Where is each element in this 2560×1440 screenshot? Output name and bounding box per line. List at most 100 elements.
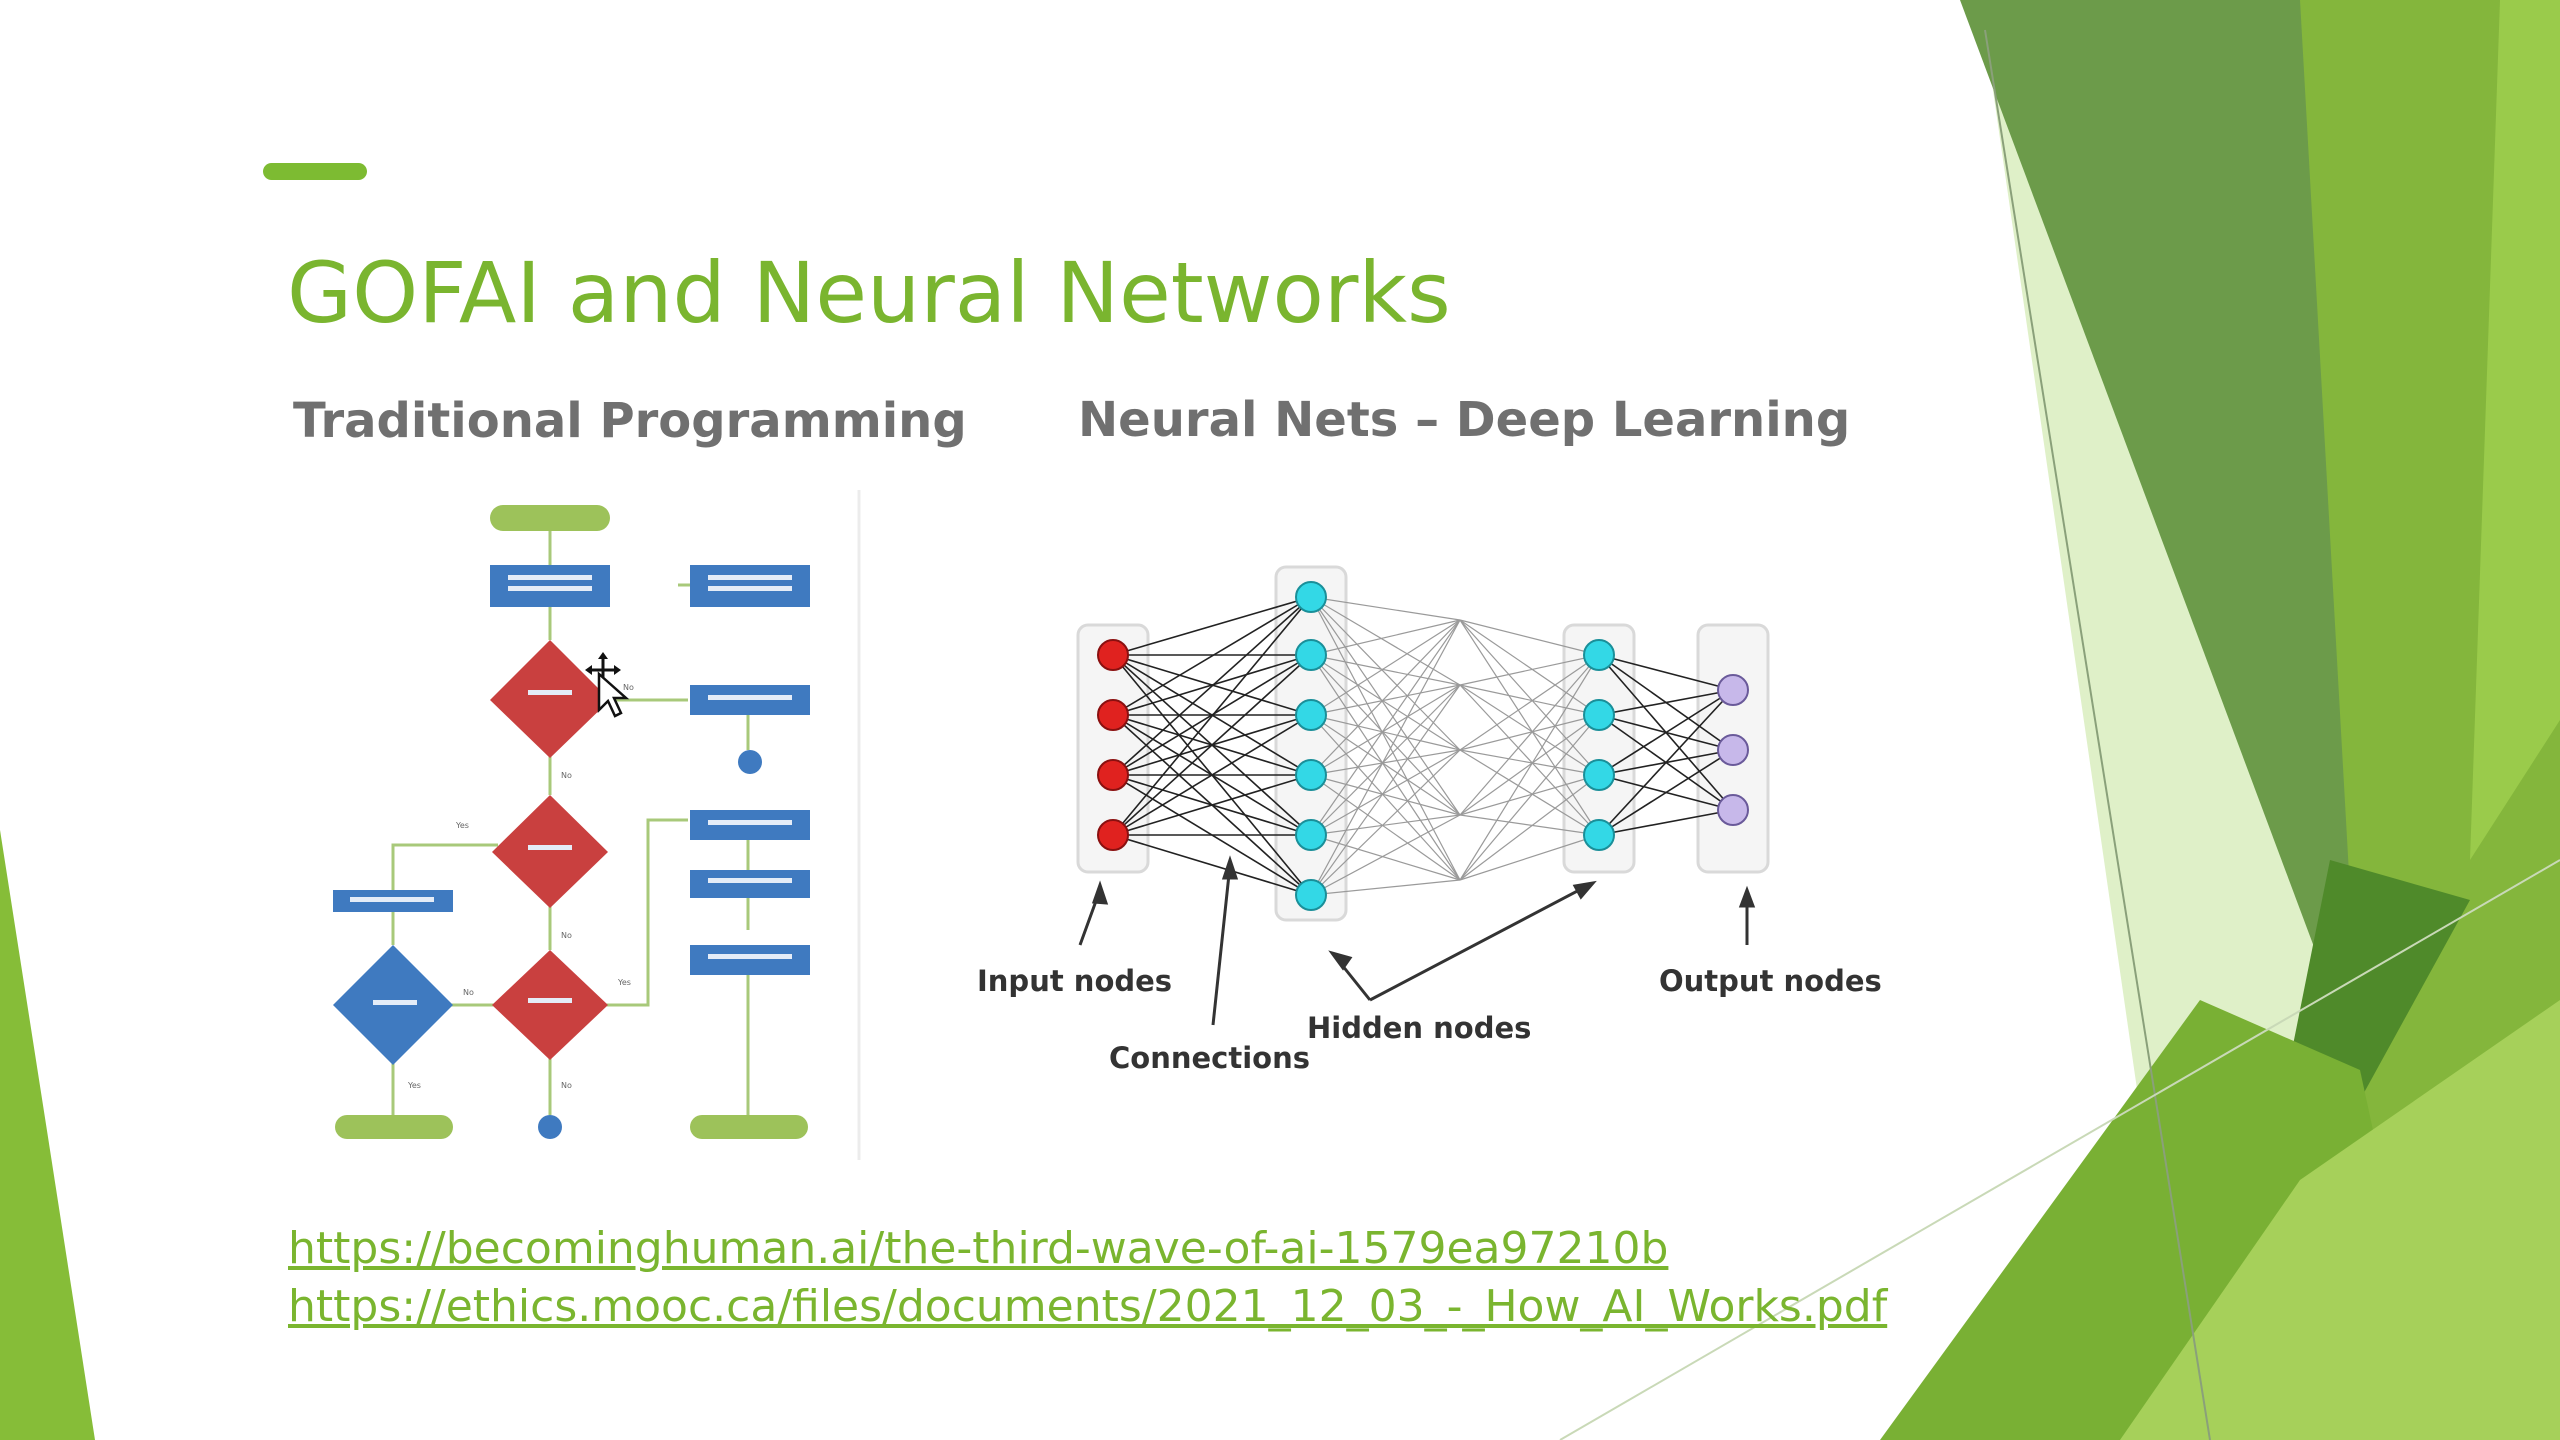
- flow-label-yes: Yes: [455, 821, 469, 830]
- facet-line-2: [1559, 859, 2560, 1440]
- connection-line: [1310, 619, 1461, 716]
- connection-line: [1598, 749, 1734, 836]
- connection-line: [1459, 654, 1600, 686]
- hidden-nodes-label: Hidden nodes: [1307, 1011, 1532, 1045]
- hidden-node: [1295, 581, 1327, 613]
- hidden-node: [1583, 639, 1615, 671]
- pointer-hidden-nodes-right: [1369, 885, 1586, 1002]
- connection-line: [1310, 619, 1461, 896]
- connection-line: [1459, 749, 1600, 836]
- connection-line: [1310, 879, 1461, 896]
- pointer-arrowhead: [1328, 950, 1353, 971]
- output-node: [1717, 674, 1749, 706]
- connection-line: [1310, 596, 1461, 686]
- connection-line: [1459, 619, 1600, 716]
- connection-line: [1310, 654, 1461, 686]
- pointer-arrowhead: [1738, 885, 1756, 908]
- connection-line: [1598, 654, 1734, 691]
- input-node: [1097, 699, 1129, 731]
- connection-line: [1459, 834, 1600, 881]
- connection-line: [1310, 749, 1461, 836]
- connection-line: [1459, 814, 1600, 836]
- neural-nets-heading: Neural Nets – Deep Learning: [1078, 392, 1851, 448]
- hidden-node: [1295, 759, 1327, 791]
- facet-line: [1984, 29, 2211, 1440]
- pointer-arrowhead: [1091, 880, 1109, 905]
- flow-box-text-line: [528, 690, 572, 695]
- connector: [391, 843, 498, 890]
- flow-label-no: No: [561, 771, 572, 780]
- flow-box-text-line: [708, 586, 792, 591]
- flow-box-text-line: [708, 878, 792, 883]
- connection-line: [1598, 689, 1734, 776]
- flow-box-text-line: [708, 954, 792, 959]
- hidden-node: [1583, 819, 1615, 851]
- connection-line: [1598, 689, 1734, 836]
- layer-box-input: [1076, 623, 1150, 874]
- connections-label: Connections: [1109, 1041, 1310, 1075]
- connection-line: [1310, 596, 1461, 881]
- connection-line: [1310, 774, 1461, 816]
- flow-label-no: No: [623, 683, 634, 692]
- flow-box-text-line: [708, 695, 792, 700]
- connection-line: [1310, 654, 1461, 751]
- input-node: [1097, 639, 1129, 671]
- connection-line: [1459, 684, 1600, 836]
- connection-line: [1459, 774, 1600, 816]
- connection-line: [1310, 684, 1461, 896]
- flow-terminal-end: [335, 1115, 453, 1139]
- layer-box-hidden-3: [1562, 623, 1636, 874]
- flow-box-text-line: [708, 575, 792, 580]
- connection-line: [1598, 809, 1734, 836]
- flow-box: [690, 870, 810, 898]
- connection-line: [1310, 814, 1461, 896]
- reference-links: https://becominghuman.ai/the-third-wave-…: [288, 1220, 1887, 1336]
- flow-label-yes: Yes: [407, 1081, 421, 1090]
- connection-line: [1310, 834, 1461, 881]
- output-nodes-label: Output nodes: [1659, 964, 1882, 998]
- connection-line: [1310, 684, 1461, 716]
- connection-line: [1112, 596, 1312, 656]
- connection-line: [1310, 684, 1461, 776]
- flow-terminal-end: [690, 1115, 808, 1139]
- neural-network-diagram: [1076, 565, 1770, 1026]
- connection-line: [1310, 714, 1461, 816]
- reference-link-becominghuman[interactable]: https://becominghuman.ai/the-third-wave-…: [288, 1223, 1669, 1274]
- output-node: [1717, 734, 1749, 766]
- hidden-node: [1295, 819, 1327, 851]
- connector: [598, 818, 688, 1007]
- flow-label-no: No: [463, 988, 474, 997]
- flow-box-text-line: [528, 998, 572, 1003]
- connection-line: [1112, 596, 1312, 776]
- connection-line: [1310, 654, 1461, 881]
- flow-decision-diamond: [492, 795, 608, 908]
- connection-line: [1310, 619, 1461, 836]
- title-accent-bar: [263, 163, 367, 180]
- pointer-connections: [1211, 864, 1232, 1026]
- connection-line: [1459, 714, 1600, 751]
- connection-line: [1459, 654, 1600, 881]
- connection-line: [1459, 684, 1600, 776]
- input-node: [1097, 819, 1129, 851]
- output-node: [1717, 794, 1749, 826]
- hidden-node: [1295, 699, 1327, 731]
- slide-title: GOFAI and Neural Networks: [287, 244, 1451, 342]
- facet-bottom-light: [2120, 1000, 2560, 1440]
- flow-decision-diamond: [492, 950, 608, 1060]
- flow-terminal-start: [490, 505, 610, 531]
- reference-link-ethics-mooc[interactable]: https://ethics.mooc.ca/files/documents/2…: [288, 1281, 1888, 1332]
- flow-connector-circle: [738, 750, 762, 774]
- flow-box-text-line: [508, 586, 592, 591]
- connection-line: [1310, 774, 1461, 881]
- flow-box: [690, 945, 810, 975]
- connection-line: [1459, 684, 1600, 716]
- flow-box-text-line: [528, 845, 572, 850]
- connection-line: [1459, 619, 1600, 776]
- connection-line: [1459, 619, 1600, 656]
- traditional-programming-heading: Traditional Programming: [293, 393, 967, 449]
- connection-line: [1112, 834, 1312, 896]
- hidden-node: [1295, 639, 1327, 671]
- connections: [1112, 596, 1734, 896]
